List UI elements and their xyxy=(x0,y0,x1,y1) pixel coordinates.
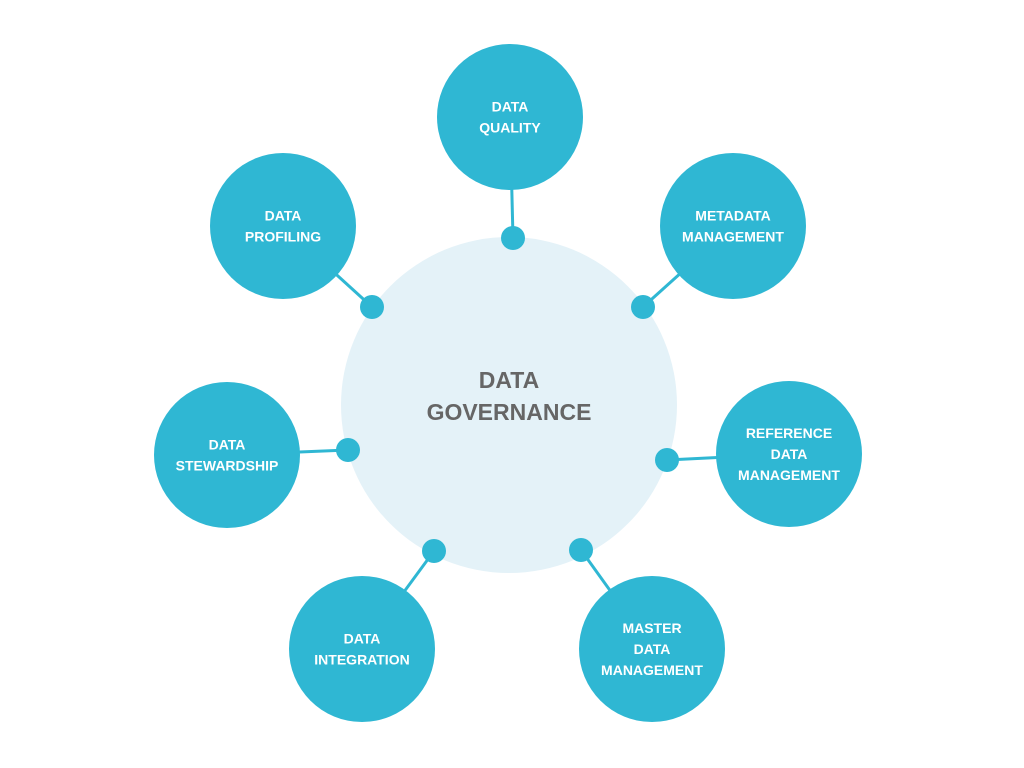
data-integration-node: DATA INTEGRATION xyxy=(289,576,435,722)
metadata-management-circle xyxy=(660,153,806,299)
data-profiling-label-line: PROFILING xyxy=(245,229,321,245)
reference-data-management-label-line: DATA xyxy=(771,446,808,462)
master-data-management-label-line: MASTER xyxy=(622,620,681,636)
data-quality-label-line: DATA xyxy=(492,99,529,115)
master-data-management-circle xyxy=(579,576,725,722)
data-quality-circle xyxy=(437,44,583,190)
data-integration-label-line: INTEGRATION xyxy=(314,652,409,668)
data-integration-connector-dot xyxy=(422,539,446,563)
metadata-management-label-line: METADATA xyxy=(695,208,770,224)
data-profiling-label-line: DATA xyxy=(265,208,302,224)
master-data-management-label-line: MANAGEMENT xyxy=(601,662,703,678)
reference-data-management-circle xyxy=(716,381,862,527)
data-stewardship-circle xyxy=(154,382,300,528)
data-profiling-connector-dot xyxy=(360,295,384,319)
metadata-management-label-line: MANAGEMENT xyxy=(682,229,784,245)
reference-data-management-connector-dot xyxy=(655,448,679,472)
master-data-management-label-line: DATA xyxy=(634,641,671,657)
reference-data-management-label-line: MANAGEMENT xyxy=(738,467,840,483)
data-stewardship-node: DATA STEWARDSHIP xyxy=(154,382,300,528)
data-integration-label-line: DATA xyxy=(344,631,381,647)
data-quality-connector-dot xyxy=(501,226,525,250)
center-title-line-1: DATA xyxy=(479,367,539,393)
master-data-management-connector-dot xyxy=(569,538,593,562)
data-profiling-node: DATA PROFILING xyxy=(210,153,356,299)
center-circle xyxy=(341,237,677,573)
center-title-line-2: GOVERNANCE xyxy=(427,399,592,425)
metadata-management-node: METADATA MANAGEMENT xyxy=(660,153,806,299)
data-profiling-circle xyxy=(210,153,356,299)
reference-data-management-label-line: REFERENCE xyxy=(746,425,832,441)
data-stewardship-connector-dot xyxy=(336,438,360,462)
data-stewardship-label-line: STEWARDSHIP xyxy=(176,458,279,474)
metadata-management-connector-dot xyxy=(631,295,655,319)
data-quality-node: DATA QUALITY xyxy=(437,44,583,190)
master-data-management-node: MASTER DATA MANAGEMENT xyxy=(579,576,725,722)
data-integration-circle xyxy=(289,576,435,722)
data-quality-label-line: QUALITY xyxy=(479,120,541,136)
data-stewardship-label-line: DATA xyxy=(209,437,246,453)
reference-data-management-node: REFERENCE DATA MANAGEMENT xyxy=(716,381,862,527)
